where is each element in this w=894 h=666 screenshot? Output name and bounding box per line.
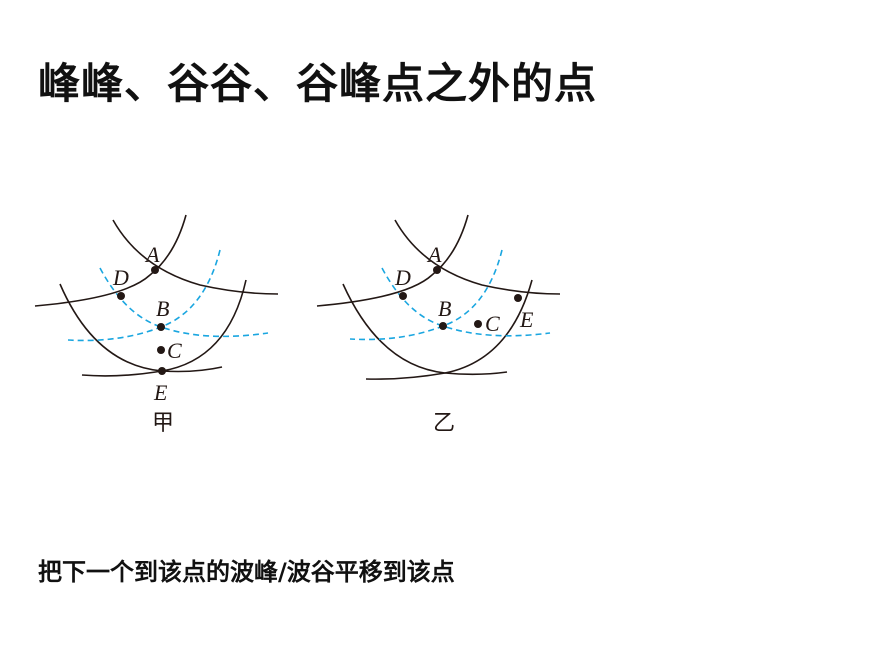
label-d: D (112, 265, 129, 290)
trough-line (67, 249, 221, 342)
point-b (439, 322, 447, 330)
point-c (474, 320, 482, 328)
trough-line (99, 267, 269, 338)
point-d (117, 292, 125, 300)
label-a: A (144, 242, 160, 267)
point-b (157, 323, 165, 331)
label-b: B (438, 296, 451, 321)
crest-line (316, 214, 469, 307)
point-a (151, 266, 159, 274)
caption: 把下一个到该点的波峰/波谷平移到该点 (38, 558, 455, 586)
crest-line (342, 283, 508, 376)
label-c: C (167, 338, 182, 363)
crest-line (365, 279, 533, 380)
trough-line (381, 267, 551, 337)
page-title: 峰峰、谷谷、谷峰点之外的点 (38, 59, 598, 108)
label-c: C (485, 311, 500, 336)
label-e: E (153, 380, 168, 405)
point-e (514, 294, 522, 302)
crest-line (81, 279, 247, 377)
label-a: A (426, 242, 442, 267)
diagram-label: 甲 (152, 411, 174, 436)
crest-line (34, 214, 187, 307)
point-d (399, 292, 407, 300)
point-a (433, 266, 441, 274)
crest-line (394, 219, 561, 295)
label-e: E (519, 307, 534, 332)
label-d: D (394, 265, 411, 290)
point-c (157, 346, 165, 354)
diagram-jia: A D B C E 甲 (34, 214, 279, 436)
label-b: B (156, 296, 169, 321)
diagram-yi: A D B C E 乙 (316, 214, 561, 436)
diagram-label: 乙 (433, 411, 455, 436)
crest-line (112, 219, 279, 295)
point-e (158, 367, 166, 375)
crest-line (59, 283, 223, 373)
